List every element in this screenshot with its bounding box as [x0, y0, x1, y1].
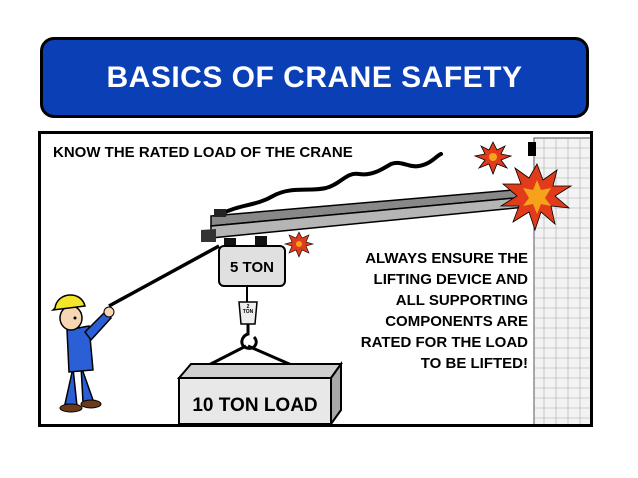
- hook-capacity-tag: 2 TON: [239, 305, 257, 315]
- hoist-trolley: [218, 236, 286, 302]
- illustration-panel: KNOW THE RATED LOAD OF THE CRANE 5 TON 2…: [38, 131, 593, 427]
- cable: [219, 152, 443, 216]
- hook-tag-number: 2: [246, 304, 250, 310]
- load-label: 10 TON LOAD: [192, 395, 318, 416]
- hoist-capacity-label: 5 TON: [230, 259, 274, 276]
- hook-block: [238, 301, 258, 350]
- explosion-icon: [499, 163, 573, 232]
- pull-rope: [108, 244, 220, 308]
- crane-illustration: [50, 137, 590, 424]
- worker: [50, 294, 115, 413]
- rated-load-heading: KNOW THE RATED LOAD OF THE CRANE: [53, 144, 353, 161]
- title-banner: BASICS OF CRANE SAFETY: [40, 37, 589, 118]
- hook-tag-unit: TON: [242, 309, 254, 315]
- crane-beam: [201, 187, 537, 242]
- banner-title: BASICS OF CRANE SAFETY: [106, 60, 523, 94]
- spark-hoist-icon: [283, 231, 315, 258]
- safety-note: ALWAYS ENSURE THE LIFTING DEVICE AND ALL…: [360, 250, 528, 372]
- load-box: [176, 360, 343, 424]
- spark-small-icon: [473, 141, 513, 176]
